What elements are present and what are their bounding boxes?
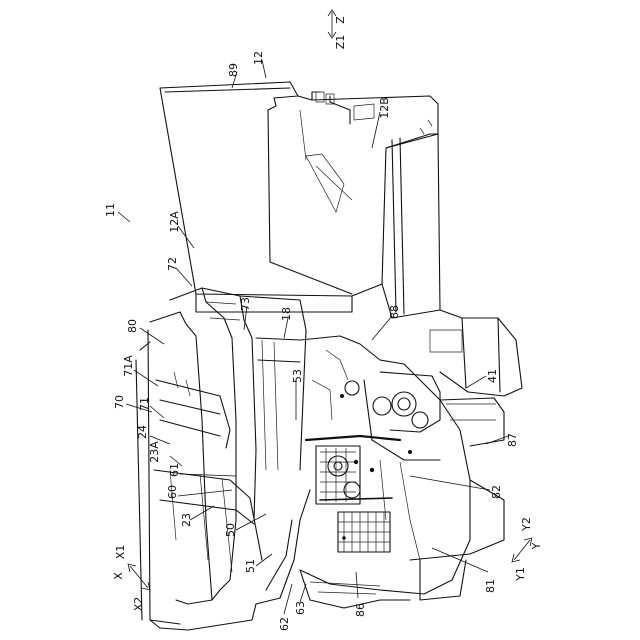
axis-label-x1: X1	[114, 545, 127, 560]
label-87: 87	[506, 433, 519, 447]
axis-label-x: X	[112, 572, 125, 580]
label-50: 50	[224, 523, 237, 537]
label-61: 61	[168, 463, 181, 477]
label-70: 70	[113, 395, 126, 409]
axis-z: Z Z1	[328, 10, 347, 49]
label-18: 18	[280, 307, 293, 321]
label-12B: 12B	[378, 97, 391, 119]
axis-x: X X1 X2	[112, 545, 150, 612]
internal-mechanism	[300, 330, 504, 608]
label-11: 11	[104, 203, 117, 217]
reference-labels: 89 12 12B 11 12A 72 73 18 88 80 71A 70 7…	[104, 51, 519, 631]
label-88: 88	[388, 305, 401, 319]
label-12: 12	[252, 51, 265, 65]
axis-label-z1: Z1	[334, 35, 347, 50]
label-82: 82	[490, 485, 503, 499]
axis-y: Y1 Y Y2	[512, 517, 543, 582]
axis-label-y2: Y2	[520, 517, 533, 532]
label-24: 24	[136, 425, 149, 439]
label-89: 89	[227, 63, 240, 77]
axis-label-x2: X2	[132, 597, 145, 612]
label-73: 73	[239, 297, 252, 311]
label-71: 71	[138, 397, 151, 411]
label-80: 80	[126, 319, 139, 333]
left-frame	[136, 288, 310, 630]
label-63: 63	[294, 601, 307, 615]
label-81: 81	[484, 579, 497, 593]
label-60: 60	[166, 485, 179, 499]
label-23A: 23A	[148, 441, 161, 463]
label-53: 53	[291, 369, 304, 383]
label-86: 86	[354, 603, 367, 617]
label-23: 23	[180, 513, 193, 527]
axis-label-z: Z	[334, 16, 347, 24]
label-12A: 12A	[168, 211, 181, 233]
label-41: 41	[486, 369, 499, 383]
label-62: 62	[278, 617, 291, 631]
label-51: 51	[244, 559, 257, 573]
axis-label-y: Y	[530, 542, 543, 550]
top-cover	[160, 82, 522, 396]
axis-label-y1: Y1	[514, 567, 527, 582]
label-72: 72	[166, 257, 179, 271]
label-71A: 71A	[122, 355, 135, 377]
leader-lines	[118, 60, 508, 614]
